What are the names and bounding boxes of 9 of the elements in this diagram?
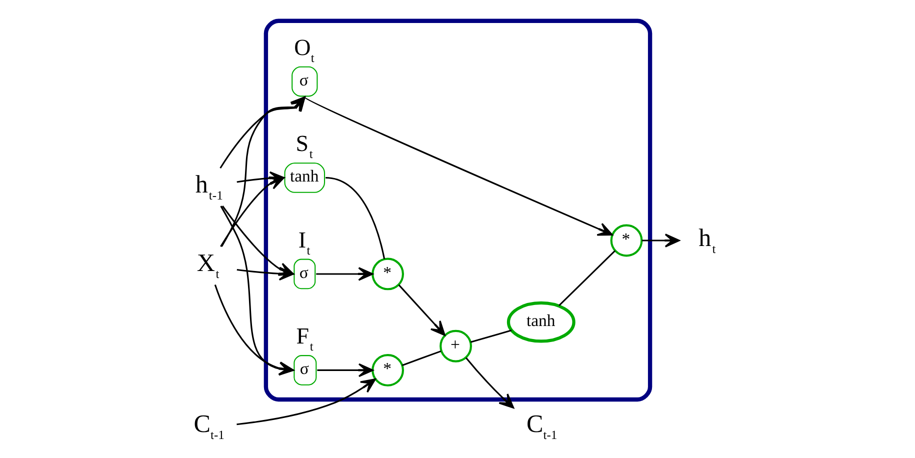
node-label: F$_{t}$ — [296, 322, 313, 354]
node-label: O$_{t}$ — [294, 34, 314, 65]
node-text: X$_{t}$ — [196, 250, 219, 282]
node-label: S$_{t}$ — [295, 130, 312, 162]
node-label: I$_{t}$ — [298, 226, 310, 258]
node-text: h$_{t}$ — [698, 224, 716, 256]
node-text: h$_{t-1}$ — [194, 172, 222, 203]
node-text: C$_{t-1}$ — [526, 411, 557, 442]
node-text: C$_{t-1}$ — [193, 411, 224, 442]
